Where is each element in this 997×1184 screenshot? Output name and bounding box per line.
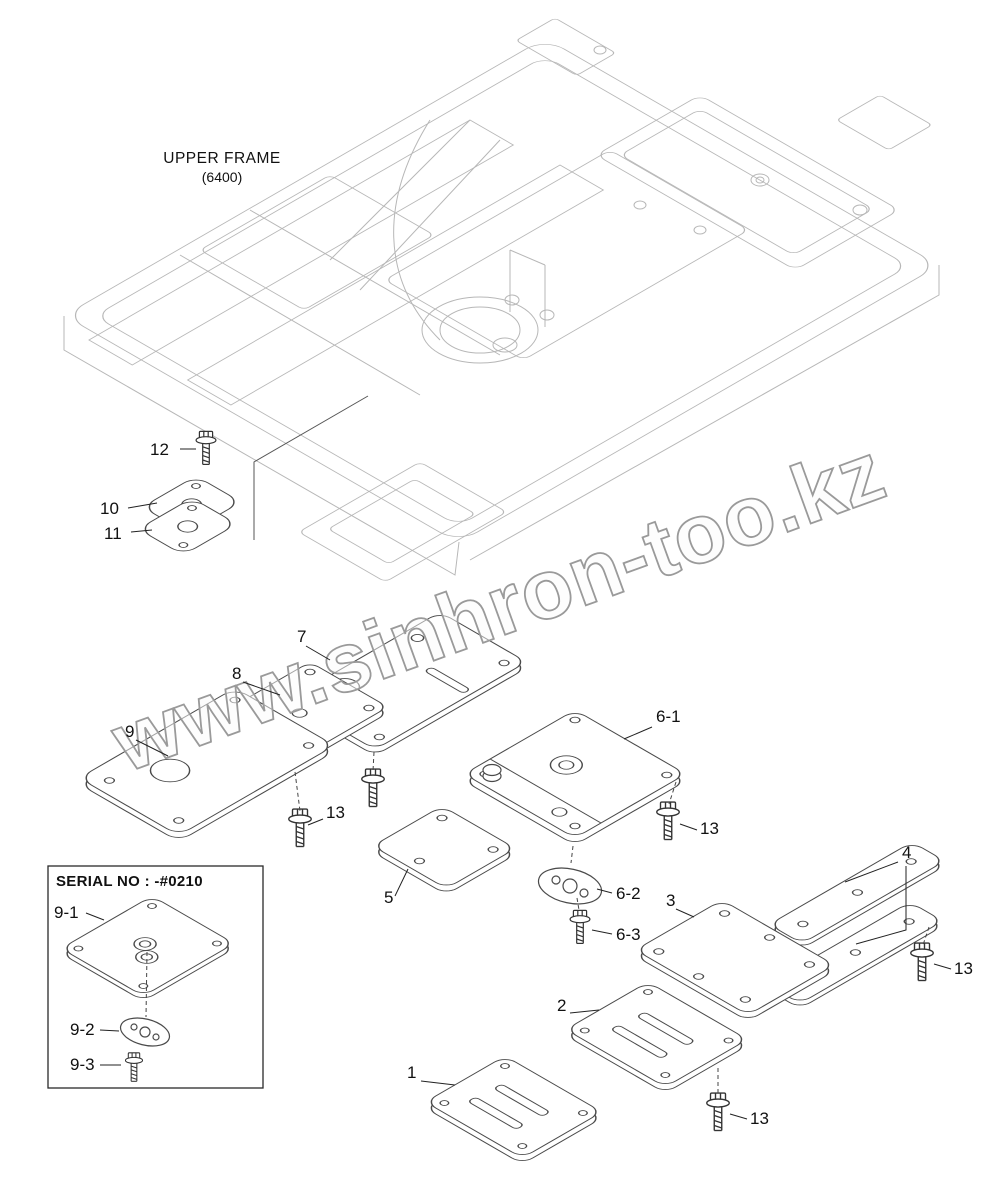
part-label-5: 5 <box>384 888 393 907</box>
bolt-6-3 <box>569 909 591 945</box>
bolt-13 <box>288 808 312 848</box>
part-label-10: 10 <box>100 499 119 518</box>
part-label-9: 9 <box>125 722 134 741</box>
plate-6-1 <box>469 713 681 842</box>
part-label-9-2: 9-2 <box>70 1020 95 1039</box>
serial-box: SERIAL NO : -#0210 <box>47 865 264 1089</box>
watermark: www.sinhron-too.kz <box>100 423 897 790</box>
part-label-9-3: 9-3 <box>70 1055 95 1074</box>
bolt-13 <box>910 942 934 982</box>
part-label-2: 2 <box>557 996 566 1015</box>
gasket-6-2 <box>537 867 603 905</box>
part-label-3: 3 <box>666 891 675 910</box>
part-label-13: 13 <box>750 1109 769 1128</box>
part-label-4: 4 <box>902 843 911 862</box>
alignment-dashed-line <box>145 951 148 1018</box>
bolt-9-3 <box>124 1052 144 1082</box>
bolt-13 <box>361 768 385 808</box>
plate-9 <box>85 691 329 838</box>
leader-lines <box>85 448 952 1120</box>
part-label-6-2: 6-2 <box>616 884 641 903</box>
part-label-9-1: 9-1 <box>54 903 79 922</box>
part-label-12: 12 <box>150 440 169 459</box>
part-label-13: 13 <box>954 959 973 978</box>
part-label-7: 7 <box>297 627 306 646</box>
frame-title: UPPER FRAME <box>163 150 280 167</box>
alignment-dashed-lines <box>294 751 930 1095</box>
plate-5 <box>378 809 511 892</box>
leader-line <box>253 395 369 540</box>
plate-2 <box>571 985 743 1090</box>
part-label-1: 1 <box>407 1063 416 1082</box>
gasket-9-2 <box>119 1017 171 1047</box>
plate-1 <box>430 1059 597 1161</box>
plate-3 <box>640 903 830 1018</box>
part-label-6-1: 6-1 <box>656 707 681 726</box>
part-label-8: 8 <box>232 664 241 683</box>
part-label-13: 13 <box>700 819 719 838</box>
plate-9-1 <box>66 899 229 998</box>
part-label-11: 11 <box>104 524 122 543</box>
part-label-6-3: 6-3 <box>616 925 641 944</box>
plate-11 <box>144 501 231 552</box>
bolt-13 <box>656 801 680 841</box>
bolt-12 <box>195 430 217 466</box>
frame-subtitle: (6400) <box>202 169 242 185</box>
part-label-13: 13 <box>326 803 345 822</box>
serial-number-label: SERIAL NO : -#0210 <box>56 873 203 890</box>
upper-frame-wireframe <box>63 18 940 581</box>
strip-4a <box>774 845 940 946</box>
bolt-13 <box>706 1092 730 1132</box>
